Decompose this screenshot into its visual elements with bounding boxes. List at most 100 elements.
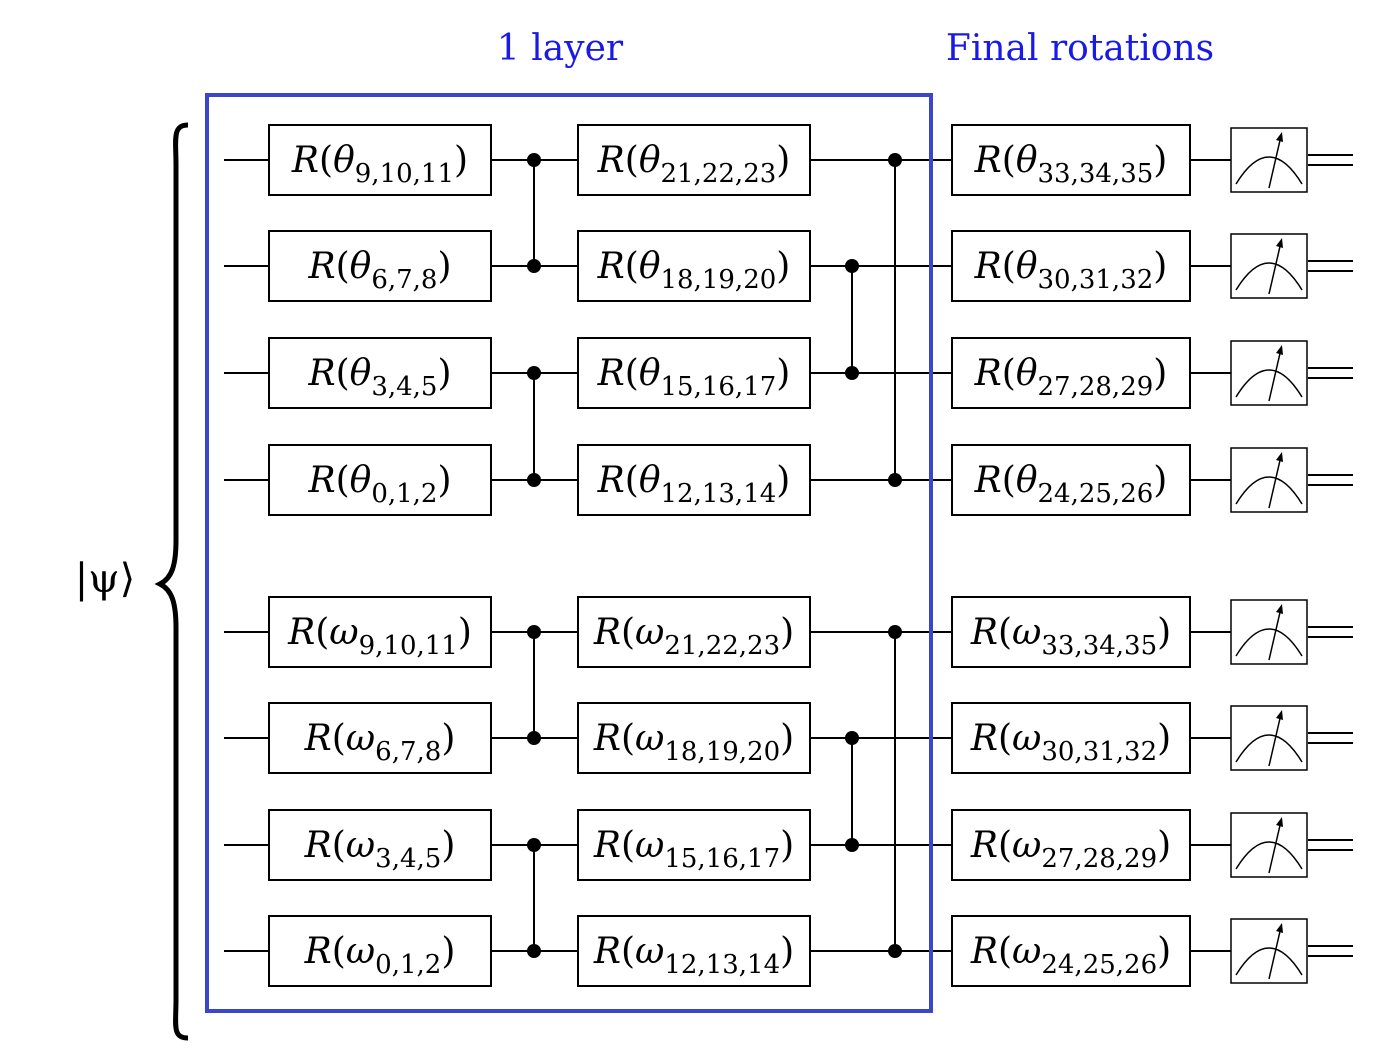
control-dot <box>845 838 859 852</box>
double-line-icon <box>1308 154 1353 166</box>
control-dot <box>845 366 859 380</box>
meter-icon <box>1230 599 1308 665</box>
gate-box <box>951 230 1191 302</box>
gate-box <box>268 596 492 668</box>
gate-box <box>951 915 1191 987</box>
left-brace-icon <box>154 122 189 1041</box>
double-line-icon <box>1308 945 1353 957</box>
gate-box <box>268 124 492 196</box>
gate-label: R(ω3,4,5) <box>304 825 456 874</box>
gate-box <box>268 444 492 516</box>
gate-box <box>577 702 811 774</box>
gate-box <box>951 444 1191 516</box>
rotation-gate-layer2: R(θ18,19,20) <box>577 230 811 302</box>
rotation-gate-layer2: R(ω18,19,20) <box>577 702 811 774</box>
gate-box <box>268 809 492 881</box>
rotation-gate-layer1: R(θ9,10,11) <box>268 124 492 196</box>
double-line-icon <box>1308 732 1353 744</box>
gate-box <box>951 337 1191 409</box>
rotation-gate-layer2: R(ω12,13,14) <box>577 915 811 987</box>
rotation-gate-layer1: R(ω3,4,5) <box>268 809 492 881</box>
gate-label: R(θ21,22,23) <box>597 140 791 189</box>
meter-icon <box>1230 233 1308 299</box>
gate-label: R(ω6,7,8) <box>304 718 456 767</box>
rotation-gate-layer2: R(θ12,13,14) <box>577 444 811 516</box>
rotation-gate-layer2: R(θ15,16,17) <box>577 337 811 409</box>
gate-box <box>577 230 811 302</box>
gate-label: R(θ30,31,32) <box>974 246 1168 295</box>
gate-label: R(ω9,10,11) <box>287 612 472 661</box>
final-rotations-label: Final rotations <box>946 28 1214 69</box>
gate-box <box>577 124 811 196</box>
gate-label: R(ω33,34,35) <box>970 612 1171 661</box>
control-dot <box>527 366 541 380</box>
gate-label: R(ω24,25,26) <box>970 931 1171 980</box>
gate-label: R(θ24,25,26) <box>974 460 1168 509</box>
gate-label: R(θ6,7,8) <box>307 246 451 295</box>
control-dot <box>527 153 541 167</box>
rotation-gate-layer2: R(ω15,16,17) <box>577 809 811 881</box>
gate-box <box>268 702 492 774</box>
gate-label: R(θ18,19,20) <box>597 246 791 295</box>
rotation-gate-layer1: R(ω0,1,2) <box>268 915 492 987</box>
control-dot <box>527 838 541 852</box>
rotation-gate-final: R(θ33,34,35) <box>951 124 1191 196</box>
control-dot <box>888 473 902 487</box>
gate-label: R(θ0,1,2) <box>307 460 451 509</box>
gate-box <box>951 596 1191 668</box>
gate-label: R(θ15,16,17) <box>597 353 791 402</box>
double-line-icon <box>1308 626 1353 638</box>
control-dot <box>845 731 859 745</box>
double-line-icon <box>1308 839 1353 851</box>
meter-icon <box>1230 918 1308 984</box>
gate-box <box>577 915 811 987</box>
gate-box <box>268 337 492 409</box>
gate-box <box>951 702 1191 774</box>
meter-icon <box>1230 340 1308 406</box>
rotation-gate-final: R(θ27,28,29) <box>951 337 1191 409</box>
rotation-gate-layer2: R(ω21,22,23) <box>577 596 811 668</box>
layer-box <box>205 93 933 1013</box>
gate-label: R(ω0,1,2) <box>304 931 456 980</box>
meter-icon <box>1230 127 1308 193</box>
double-line-icon <box>1308 367 1353 379</box>
gate-label: R(θ27,28,29) <box>974 353 1168 402</box>
layer-label: 1 layer <box>497 28 624 69</box>
gate-label: R(θ33,34,35) <box>974 140 1168 189</box>
rotation-gate-layer1: R(θ3,4,5) <box>268 337 492 409</box>
rotation-gate-layer1: R(θ6,7,8) <box>268 230 492 302</box>
gate-box <box>268 230 492 302</box>
gate-label: R(θ9,10,11) <box>291 140 468 189</box>
meter-icon <box>1230 447 1308 513</box>
gate-label: R(ω15,16,17) <box>593 825 794 874</box>
rotation-gate-final: R(ω24,25,26) <box>951 915 1191 987</box>
gate-label: R(ω12,13,14) <box>593 931 794 980</box>
gate-label: R(θ3,4,5) <box>307 353 451 402</box>
gate-box <box>951 124 1191 196</box>
rotation-gate-layer1: R(ω6,7,8) <box>268 702 492 774</box>
rotation-gate-final: R(θ24,25,26) <box>951 444 1191 516</box>
control-dot <box>888 944 902 958</box>
meter-icon <box>1230 705 1308 771</box>
rotation-gate-layer1: R(ω9,10,11) <box>268 596 492 668</box>
gate-box <box>577 596 811 668</box>
state-label: |ψ⟩ <box>75 556 135 602</box>
meter-icon <box>1230 812 1308 878</box>
double-line-icon <box>1308 260 1353 272</box>
rotation-gate-final: R(ω27,28,29) <box>951 809 1191 881</box>
control-dot <box>527 731 541 745</box>
gate-label: R(θ12,13,14) <box>597 460 791 509</box>
rotation-gate-layer2: R(θ21,22,23) <box>577 124 811 196</box>
control-dot <box>845 259 859 273</box>
control-dot <box>527 473 541 487</box>
rotation-gate-layer1: R(θ0,1,2) <box>268 444 492 516</box>
rotation-gate-final: R(θ30,31,32) <box>951 230 1191 302</box>
control-dot <box>888 625 902 639</box>
gate-label: R(ω21,22,23) <box>593 612 794 661</box>
gate-box <box>268 915 492 987</box>
double-line-icon <box>1308 474 1353 486</box>
gate-label: R(ω30,31,32) <box>970 718 1171 767</box>
gate-box <box>577 337 811 409</box>
control-dot <box>527 625 541 639</box>
